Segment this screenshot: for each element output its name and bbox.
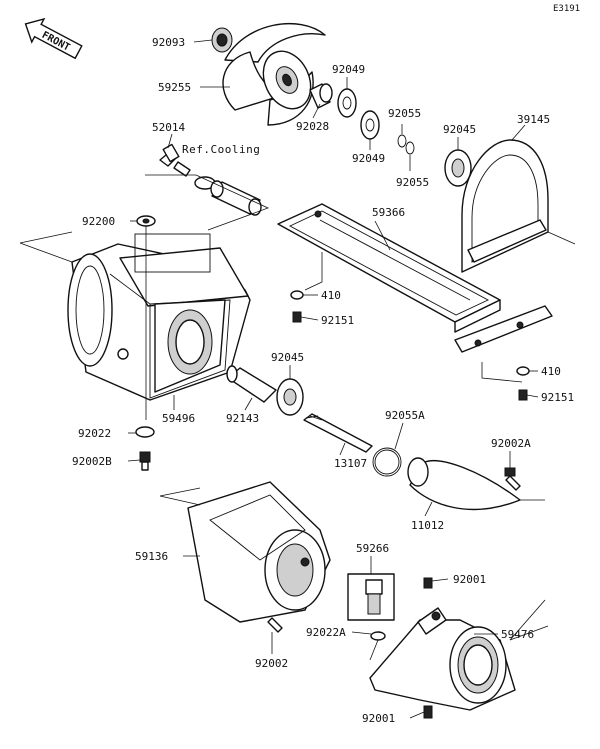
part-labels: 92093 59255 92049 92028 92049 92055 9205… (72, 36, 574, 725)
part-label-59266: 59266 (356, 542, 389, 555)
part-label-92002b: 92002B (72, 455, 112, 468)
bracket-loop-icon (461, 139, 576, 273)
part-label-92055a: 92055A (385, 409, 425, 422)
part-label-11012: 11012 (411, 519, 444, 532)
bushing-icon (309, 83, 333, 109)
part-label-92045-upper: 92045 (443, 123, 476, 136)
part-label-92022a: 92022A (306, 626, 346, 639)
bearing-icon (444, 149, 472, 187)
part-label-92200: 92200 (82, 215, 115, 228)
part-label-92002a: 92002A (491, 437, 531, 450)
bushing-long-icon (226, 365, 277, 403)
diagram-code: E3191 (553, 4, 580, 14)
part-label-59366: 59366 (372, 206, 405, 219)
part-label-92049-lower: 92049 (352, 152, 385, 165)
pump-case-icon (67, 233, 251, 401)
part-label-39145: 39145 (517, 113, 550, 126)
part-label-59476: 59476 (501, 628, 534, 641)
bolt-left-icon (135, 426, 155, 471)
washer-small-icon (136, 215, 156, 227)
part-label-92151-lower: 92151 (541, 391, 574, 404)
steering-nozzle-icon (369, 577, 516, 719)
drive-shaft-icon (303, 413, 373, 453)
washer-icon (337, 88, 380, 140)
part-label-92045-lower: 92045 (271, 351, 304, 364)
part-label-59255: 59255 (158, 81, 191, 94)
bearing-mid-icon (276, 378, 304, 416)
part-label-92143: 92143 (226, 412, 259, 425)
part-label-92022: 92022 (78, 427, 111, 440)
part-label-92151-upper: 92151 (321, 314, 354, 327)
cooling-hose-icon (194, 176, 262, 216)
part-label-410-upper: 410 (321, 289, 341, 302)
impeller-icon (211, 23, 326, 126)
part-label-92055-upper: 92055 (388, 107, 421, 120)
cooling-fitting-icon (159, 143, 191, 177)
nozzle-cone-icon (407, 457, 521, 511)
part-label-92049-upper: 92049 (332, 63, 365, 76)
part-label-92093: 92093 (152, 36, 185, 49)
part-label-92028: 92028 (296, 120, 329, 133)
bolt-bottom-icon (267, 617, 283, 633)
part-label-92002: 92002 (255, 657, 288, 670)
cap-icon (347, 573, 395, 621)
front-arrow-icon: FRONT (24, 17, 83, 60)
part-label-59496: 59496 (162, 412, 195, 425)
part-label-92055-lower: 92055 (396, 176, 429, 189)
o-ring-large-icon (372, 447, 402, 477)
part-label-92001-lower: 92001 (362, 712, 395, 725)
part-label-52014: 52014 (152, 121, 185, 134)
part-label-92001-upper: 92001 (453, 573, 486, 586)
leader-lines (19, 39, 549, 719)
o-ring-icon (397, 134, 415, 155)
part-label-410-lower: 410 (541, 365, 561, 378)
mounting-plate-icon (277, 203, 553, 353)
part-label-59136: 59136 (135, 550, 168, 563)
bolt-icon (504, 467, 521, 491)
part-label-13107: 13107 (334, 457, 367, 470)
ref-cooling-note: Ref.Cooling (182, 143, 260, 156)
stator-housing-icon (187, 481, 331, 623)
